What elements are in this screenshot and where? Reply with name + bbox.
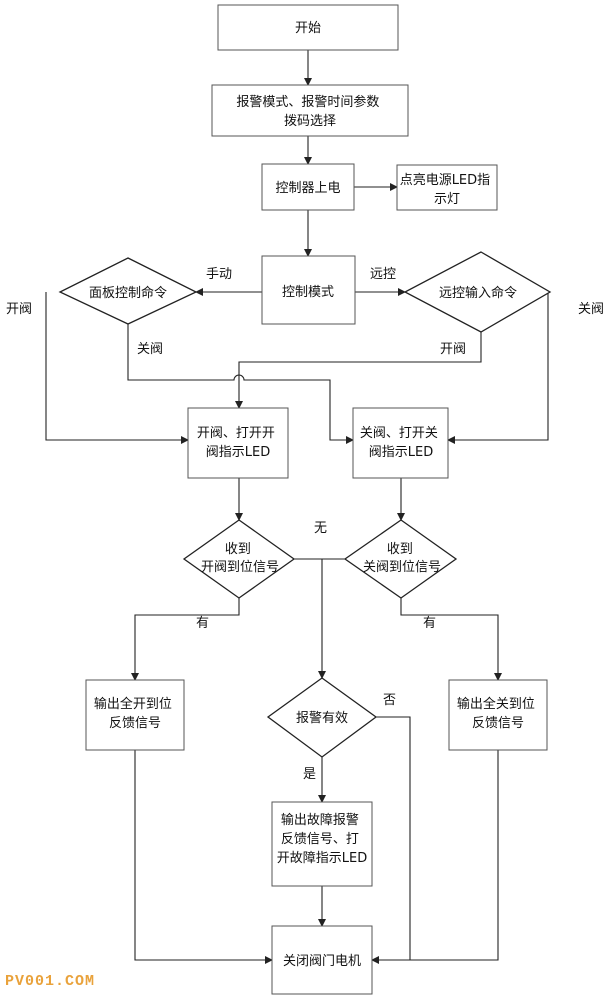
node-out-full-close: 输出全关到位 反馈信号: [448, 679, 548, 751]
edge-remote-open: [235, 332, 482, 409]
node-power-on-line: 控制器上电: [275, 181, 340, 196]
edge-fullclose-to-motor: [410, 750, 499, 961]
svg-text:远控输入命令: 远控输入命令: [439, 285, 517, 301]
svg-text:控制器上电: 控制器上电: [275, 181, 340, 196]
label-yes-right: 有: [423, 616, 436, 631]
node-recv-close: 收到 关阀到位信号: [343, 519, 458, 599]
node-open-valve-line-1: 开阀、打开开: [197, 426, 275, 441]
node-out-fault-line-1: 输出故障报警: [281, 812, 359, 828]
node-param-line-2: 拨码选择: [284, 114, 336, 129]
node-control-mode-line: 控制模式: [282, 285, 334, 300]
label-close-right: 关阀: [578, 302, 604, 317]
edge-labels: 手动 远控 开阀 关阀 开阀 关阀 无 有 有 否 是: [6, 267, 604, 782]
node-alarm-valid: 报警有效: [266, 677, 378, 758]
label-is: 是: [303, 767, 316, 782]
node-out-fault: 输出故障报警 反馈信号、打 开故障指示LED: [271, 801, 373, 887]
svg-text:输出全关到位 反馈信号: 输出全关到位 反馈信号: [457, 696, 539, 731]
label-open-left: 开阀: [6, 302, 32, 317]
node-close-motor-line: 关闭阀门电机: [283, 954, 361, 969]
edges: [45, 50, 549, 964]
node-out-full-open: 输出全开到位 反馈信号: [85, 679, 185, 751]
node-remote-cmd-line: 远控输入命令: [439, 285, 517, 301]
node-out-full-open-line-2: 反馈信号: [109, 716, 161, 731]
node-start: 开始: [217, 4, 399, 51]
node-panel-cmd: 面板控制命令: [58, 257, 198, 325]
svg-text:控制模式: 控制模式: [282, 285, 334, 300]
svg-text:收到 关阀到位信号: 收到 关阀到位信号: [363, 542, 441, 575]
node-remote-cmd: 远控输入命令: [403, 251, 552, 333]
svg-text:关闭阀门电机: 关闭阀门电机: [283, 954, 361, 969]
svg-text:关阀、打开关 阀指示LED: 关阀、打开关 阀指示LED: [360, 426, 442, 460]
edge-recv-close-yes: [400, 598, 502, 681]
svg-text:开始: 开始: [295, 21, 321, 36]
node-recv-open-line-1: 收到: [225, 542, 251, 557]
svg-text:报警模式、报警时间参数 拨码选择: 报警模式、报警时间参数 拨码选择: [236, 94, 383, 129]
node-out-full-close-line-1: 输出全关到位: [457, 696, 535, 712]
svg-text:点亮电源LED指 示灯: 点亮电源LED指 示灯: [400, 172, 495, 207]
node-recv-close-line-1: 收到: [387, 542, 413, 557]
edge-alarm-no: [371, 716, 411, 964]
node-out-fault-line-3: 开故障指示LED: [277, 851, 367, 866]
node-out-full-open-line-1: 输出全开到位: [94, 696, 172, 712]
edge-panel-open: [45, 292, 189, 444]
node-alarm-valid-line: 报警有效: [296, 710, 348, 726]
node-out-full-close-line-2: 反馈信号: [472, 716, 524, 731]
node-panel-cmd-line: 面板控制命令: [89, 285, 167, 301]
node-close-valve-line-2: 阀指示LED: [369, 445, 433, 460]
node-recv-open-line-2: 开阀到位信号: [201, 560, 279, 575]
node-close-valve: 关阀、打开关 阀指示LED: [352, 407, 449, 479]
node-recv-close-line-2: 关阀到位信号: [363, 560, 441, 575]
node-open-valve: 开阀、打开开 阀指示LED: [187, 407, 289, 479]
label-no: 否: [383, 693, 396, 708]
node-power-led-line-1: 点亮电源LED指: [400, 172, 490, 188]
node-control-mode: 控制模式: [261, 255, 356, 325]
node-power-led-line-2: 示灯: [434, 192, 460, 207]
node-recv-open: 收到 开阀到位信号: [182, 519, 296, 599]
watermark: PV001.COM: [5, 973, 95, 990]
node-close-valve-line-1: 关阀、打开关: [360, 426, 438, 441]
node-param-select: 报警模式、报警时间参数 拨码选择: [211, 84, 409, 137]
edge-fullopen-to-motor: [134, 750, 273, 964]
label-close-left: 关阀: [137, 342, 163, 357]
label-open-right: 开阀: [440, 342, 466, 357]
node-close-motor: 关闭阀门电机: [271, 925, 373, 995]
node-open-valve-line-2: 阀指示LED: [206, 445, 270, 460]
label-remote: 远控: [370, 267, 396, 282]
label-yes-left: 有: [196, 616, 209, 631]
node-start-line: 开始: [295, 21, 321, 36]
edge-panel-close: [127, 324, 354, 444]
node-power-on: 控制器上电: [261, 163, 355, 211]
node-param-line-1: 报警模式、报警时间参数: [236, 94, 379, 110]
node-power-led: 点亮电源LED指 示灯: [396, 164, 498, 211]
label-none: 无: [314, 521, 327, 536]
edge-recv-open-yes: [131, 598, 240, 681]
node-out-fault-line-2: 反馈信号、打: [281, 832, 359, 847]
edge-remote-close: [447, 292, 549, 444]
svg-text:开阀、打开开 阀指示LED: 开阀、打开开 阀指示LED: [197, 426, 279, 460]
label-manual: 手动: [206, 267, 232, 282]
svg-text:收到 开阀到位信号: 收到 开阀到位信号: [201, 542, 279, 575]
svg-text:输出故障报警 反馈信号、打 开故障指: 输出故障报警 反馈信号、打 开故障指示LED: [277, 812, 367, 866]
svg-text:面板控制命令: 面板控制命令: [89, 285, 167, 301]
svg-text:报警有效: 报警有效: [296, 710, 348, 726]
svg-text:输出全开到位 反馈信号: 输出全开到位 反馈信号: [94, 696, 176, 731]
